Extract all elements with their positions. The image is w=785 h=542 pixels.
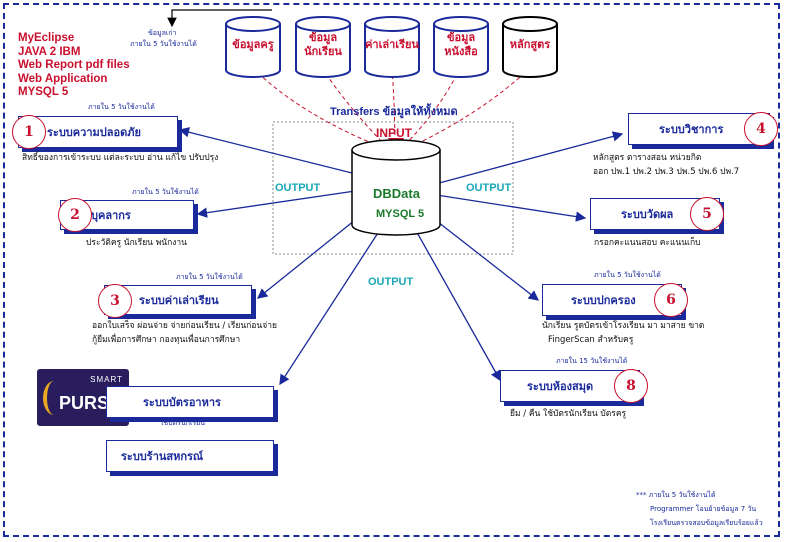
db-title: DBData bbox=[373, 186, 420, 201]
m4-desc-2: ออก ปพ.1 ปพ.2 ปพ.3 ปพ.5 ปพ.6 ปพ.7 bbox=[593, 167, 740, 177]
flow-src-5 bbox=[403, 67, 531, 151]
output-label-bottom: OUTPUT bbox=[368, 276, 414, 288]
transfers-label: Transfers ข้อมูลให้ทั้งหมด bbox=[330, 106, 458, 118]
diagram-frame bbox=[3, 3, 780, 537]
module-label: ระบบร้านสหกรณ์ bbox=[121, 450, 204, 463]
module-label: ระบบความปลอดภัย bbox=[47, 126, 141, 139]
module-label: ระบบบัตรอาหาร bbox=[143, 396, 221, 409]
m8-note: ภายใน 15 วันใช้งานได้ bbox=[556, 357, 628, 365]
module-number: 2 bbox=[58, 198, 92, 232]
m2-desc: ประวัติครู นักเรียน พนักงาน bbox=[86, 238, 187, 248]
module-label: บุคลากร bbox=[91, 209, 131, 222]
module-number: 1 bbox=[12, 115, 46, 149]
source-students: ข้อมูลนักเรียน bbox=[304, 31, 342, 58]
output-label-left: OUTPUT bbox=[275, 182, 321, 194]
m8-desc: ยืม / คืน ใช้บัตรนักเรียน บัตรครู bbox=[510, 409, 627, 419]
old-data-note: ภายใน 5 วันใช้งานได้ bbox=[130, 40, 197, 48]
module-label: ระบบค่าเล่าเรียน bbox=[139, 294, 219, 307]
out-to-m2 bbox=[196, 189, 363, 218]
tech-item: Web Application bbox=[18, 72, 108, 85]
module-number: 4 bbox=[744, 112, 778, 146]
m1-note: ภายใน 5 วันใช้งานได้ bbox=[88, 103, 155, 111]
m3-note: ภายใน 5 วันใช้งานได้ bbox=[176, 273, 243, 281]
source-tuition: ค่าเล่าเรียน bbox=[365, 38, 419, 51]
db-cylinder bbox=[351, 139, 441, 236]
source-curriculum: หลักสูตร bbox=[509, 38, 551, 51]
source-books: ข้อมูลหนังสือ bbox=[444, 31, 478, 58]
module-label: ระบบวัดผล bbox=[621, 208, 674, 221]
m6-note: ภายใน 5 วันใช้งานได้ bbox=[594, 271, 661, 279]
logo-purse-text: PURSE bbox=[59, 393, 122, 413]
module-number: 8 bbox=[614, 369, 648, 403]
m6-desc-2: FingerScan สำหรับครู bbox=[548, 335, 634, 345]
tech-item: Web Report pdf files bbox=[18, 59, 130, 71]
footer-note-1: *** ภายใน 5 วันใช้งานได้ bbox=[636, 491, 716, 499]
input-label: INPUT bbox=[376, 126, 412, 140]
transfer-zone bbox=[272, 121, 514, 255]
module-meal-card[interactable]: ระบบบัตรอาหาร bbox=[106, 386, 274, 418]
module-label: ระบบปกครอง bbox=[571, 294, 636, 307]
out-to-card bbox=[279, 221, 386, 386]
out-to-m8 bbox=[409, 219, 501, 382]
out-to-m1 bbox=[178, 127, 361, 176]
m1-desc: สิทธิ์ของการเข้าระบบ แต่ละระบบ อ่าน แก้ไ… bbox=[22, 153, 219, 163]
logo-swoosh-icon bbox=[43, 381, 65, 415]
out-to-m3 bbox=[256, 211, 366, 299]
tech-item: MYSQL 5 bbox=[18, 86, 69, 98]
flow-src-1 bbox=[252, 67, 389, 151]
module-label: ระบบวิชาการ bbox=[659, 123, 724, 136]
m2-note: ภายใน 5 วันใช้งานได้ bbox=[132, 188, 199, 196]
module-number: 3 bbox=[98, 284, 132, 318]
old-data-label: ข้อมูลเก่า bbox=[148, 29, 177, 37]
db-subtitle: MYSQL 5 bbox=[376, 208, 425, 220]
footer-note-3: โรงเรียนตรวจสอบข้อมูลเรียบร้อยแล้ว bbox=[650, 519, 763, 527]
out-to-m4 bbox=[427, 131, 624, 187]
old-data-arrow bbox=[167, 9, 272, 28]
output-label-right: OUTPUT bbox=[466, 182, 512, 194]
m4-desc-1: หลักสูตร ตารางสอน หน่วยกิต bbox=[593, 153, 702, 163]
card-note: ใช้บัตรนักเรียน bbox=[160, 419, 205, 427]
m3-desc-2: กู้ยืมเพื่อการศึกษา กองทุนเพื่อนการศึกษา bbox=[92, 335, 241, 345]
out-to-m5 bbox=[429, 193, 587, 222]
tech-item: JAVA 2 IBM bbox=[18, 45, 81, 58]
source-teachers: ข้อมูลครู bbox=[232, 38, 274, 51]
module-coop-store[interactable]: ระบบร้านสหกรณ์ bbox=[106, 440, 274, 472]
tech-item: MyEclipse bbox=[18, 32, 75, 44]
module-number: 6 bbox=[654, 283, 688, 317]
tech-stack: MyEclipse JAVA 2 IBM Web Report pdf file… bbox=[18, 32, 130, 100]
module-label: ระบบห้องสมุด bbox=[527, 380, 594, 393]
logo-smart-text: SMART bbox=[90, 375, 123, 384]
footer-note-2: Programmer โอนย้ายข้อมูล 7 วัน bbox=[650, 505, 757, 513]
m5-desc: กรอกคะแนนสอบ คะแนนเก็บ bbox=[594, 238, 701, 248]
module-number: 5 bbox=[690, 197, 724, 231]
m3-desc-1: ออกใบเสร็จ ผ่อนจ่าย จ่ายก่อนเรียน / เรีย… bbox=[92, 321, 277, 331]
m6-desc-1: นักเรียน รูดบัตรเข้าโรงเรียน มา มาสาย ขา… bbox=[542, 321, 705, 331]
source-cylinders bbox=[225, 16, 558, 78]
